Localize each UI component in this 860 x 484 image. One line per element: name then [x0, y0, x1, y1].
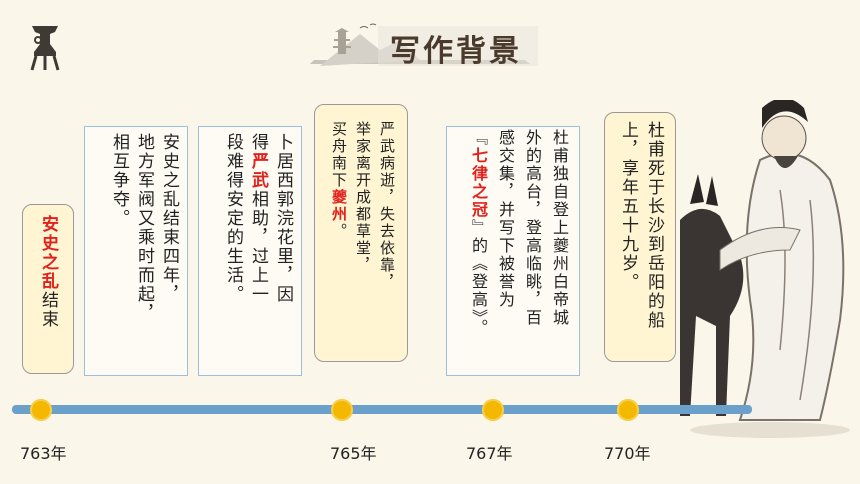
text-col: 杜甫独自登上夔州白帝城 — [550, 129, 569, 327]
text-col: 得 — [248, 133, 268, 152]
text-col: 地方军阀又乘时而起， — [134, 133, 154, 323]
text-col: 杜甫死于长沙到岳阳的船 — [644, 121, 664, 330]
event-763-text: 安史之乱结束四年，地方军阀又乘时而起，相互争夺。 — [84, 126, 188, 376]
text-col: 买舟南下 — [330, 121, 348, 189]
page-title: 写作背景 — [390, 34, 522, 69]
text-col: 外的高台，登高临眺，百 — [523, 129, 542, 327]
an-shi-rebellion-label: 安史之乱 — [38, 215, 58, 291]
text-col: 相助，过上一 — [248, 190, 268, 304]
event-764-text: 卜居西郭浣花里，因得严武相助，过上一段难得安定的生活。 — [198, 126, 302, 376]
timeline-dot-763 — [30, 399, 52, 421]
timeline-dot-767 — [482, 399, 504, 421]
timeline-axis — [12, 405, 752, 414]
text-col: 段难得安定的生活。 — [223, 133, 243, 304]
text-col: 感交集，并写下被誉为 — [496, 129, 515, 309]
text-col: 『 — [469, 129, 488, 147]
event-770-text: 杜甫死于长沙到岳阳的船上，享年五十九岁。 — [604, 112, 676, 362]
title-banner-decoration — [310, 23, 538, 66]
text-col: 相互争夺。 — [109, 133, 129, 228]
timeline-dot-770 — [617, 399, 639, 421]
kuizhou-highlight: 夔州 — [330, 189, 348, 223]
text-col: 。 — [330, 223, 348, 240]
year-label-765: 765年 — [330, 444, 377, 463]
bronze-vessel-icon — [30, 26, 60, 71]
text-col: 上，享年五十九岁。 — [618, 121, 638, 292]
year-label-770: 770年 — [604, 444, 651, 463]
yan-wu-highlight: 严武 — [248, 152, 268, 190]
year-label-767: 767年 — [466, 444, 513, 463]
event-767-text: 杜甫独自登上夔州白帝城外的高台，登高临眺，百感交集，并写下被誉为『七律之冠』的《… — [446, 126, 580, 376]
text-col: 卜居西郭浣花里，因 — [273, 133, 293, 304]
qilv-zhiguan-highlight: 七律之冠 — [469, 147, 488, 219]
event-765-text: 严武病逝，失去依靠， 举家离开成都草堂， 买舟南下夔州。 — [314, 104, 408, 362]
event-763-label: 安史之乱结束 — [22, 204, 74, 374]
text-col: 严武病逝，失去依靠， — [378, 121, 396, 291]
text-col: 』的《登高》。 — [469, 219, 488, 337]
du-fu-on-donkey-illustration — [680, 100, 850, 438]
timeline-dot-765 — [331, 399, 353, 421]
year-label-763: 763年 — [20, 444, 67, 463]
end-label: 结束 — [38, 291, 58, 329]
text-col: 举家离开成都草堂， — [354, 121, 372, 274]
text-col: 安史之乱结束四年， — [159, 133, 179, 304]
